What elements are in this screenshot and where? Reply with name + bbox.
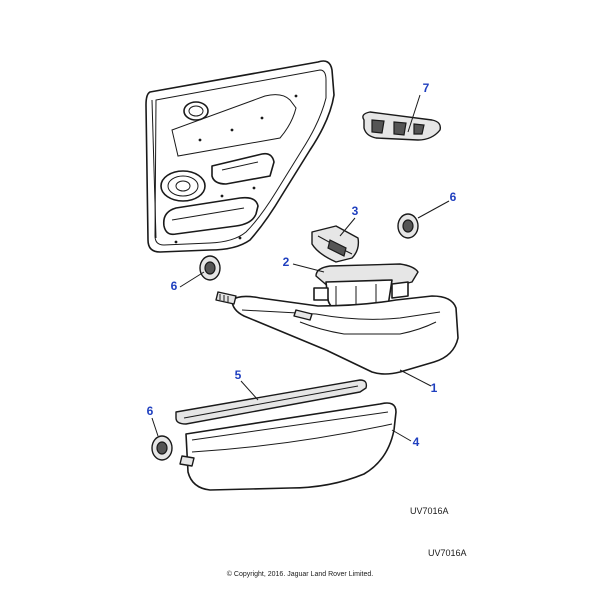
diagram-reference-inner: UV7016A	[410, 506, 449, 516]
part-4-lower-pocket	[179, 402, 397, 491]
diagram-reference-outer: UV7016A	[428, 548, 467, 558]
part-5-trim-strip	[175, 379, 368, 425]
part-6-clip-upper-right	[397, 213, 419, 239]
callout-3: 3	[352, 204, 359, 218]
callout-6-left: 6	[171, 279, 178, 293]
callout-6-upper-right: 6	[450, 190, 457, 204]
copyright-notice: © Copyright, 2016. Jaguar Land Rover Lim…	[227, 570, 373, 578]
part-6-clip-lower-left	[151, 435, 173, 461]
door-trim-panel	[145, 60, 335, 253]
callout-7: 7	[423, 81, 430, 95]
callout-2: 2	[283, 255, 290, 269]
callout-5: 5	[235, 368, 242, 382]
part-7-trim-insert	[362, 111, 442, 141]
callout-1: 1	[431, 381, 438, 395]
part-6-clip-left	[199, 255, 221, 281]
callout-6-lower-left: 6	[147, 404, 154, 418]
part-3-bracket	[311, 225, 360, 263]
callout-4: 4	[413, 435, 420, 449]
leader-lines	[151, 94, 450, 442]
part-1-armrest	[215, 291, 459, 375]
